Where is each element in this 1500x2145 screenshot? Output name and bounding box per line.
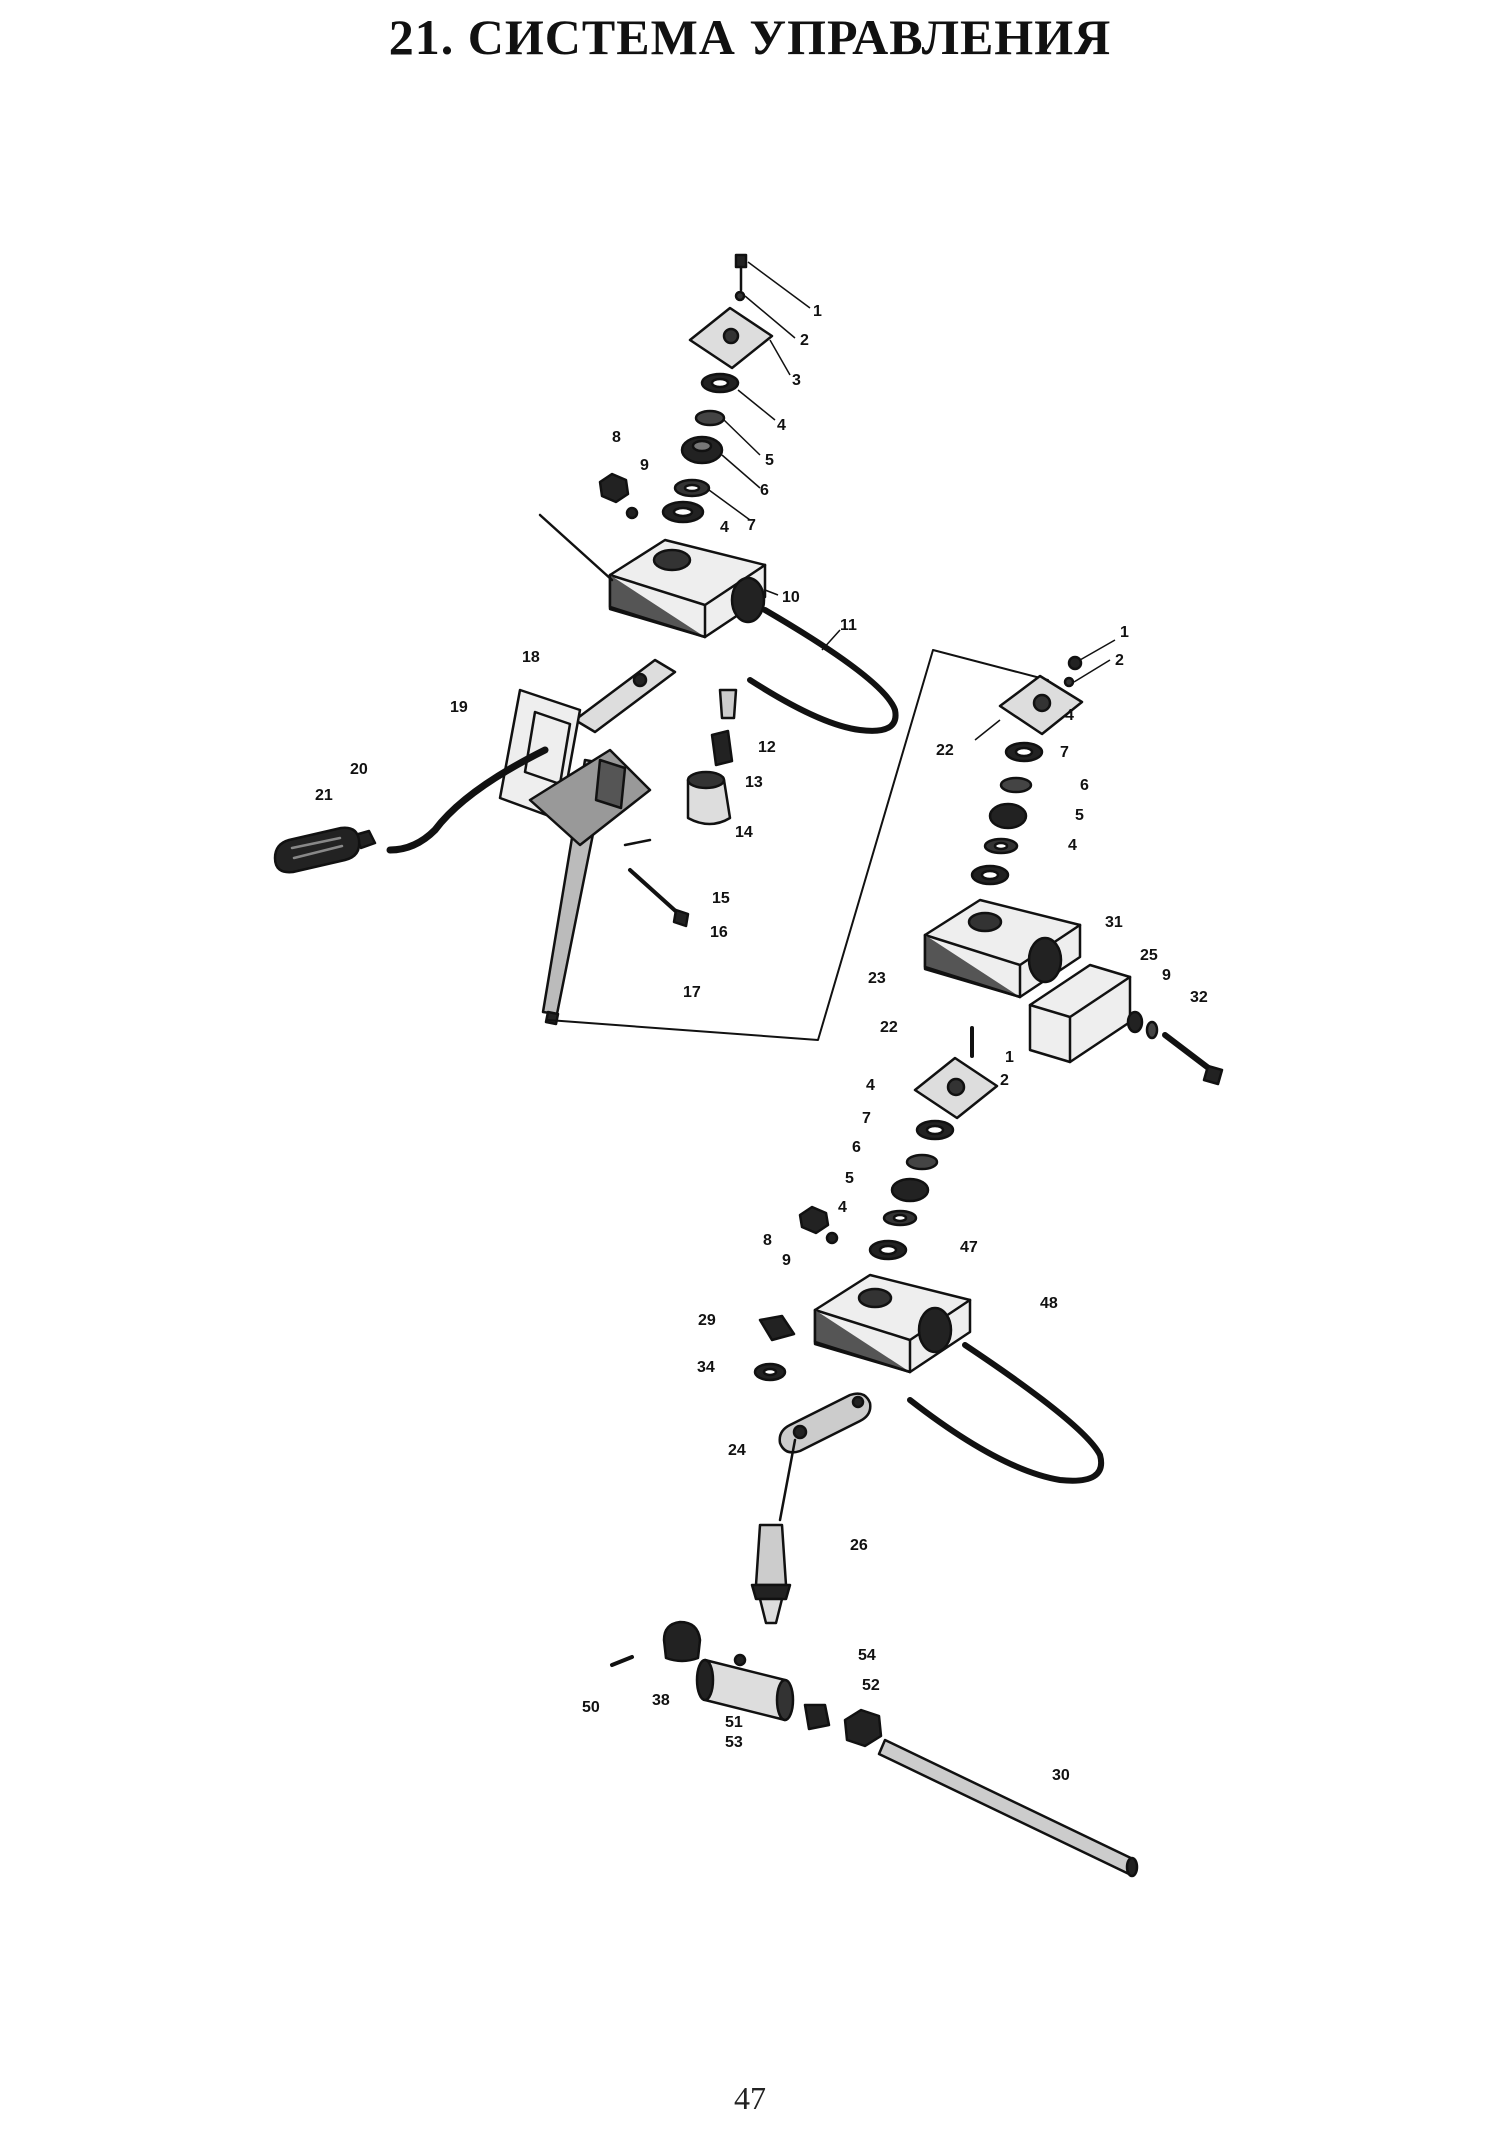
callout-label: 4	[720, 519, 729, 536]
callout-label: 9	[640, 457, 649, 474]
callout-label: 29	[698, 1312, 716, 1329]
callout-label: 54	[858, 1647, 876, 1664]
callout-label: 7	[1060, 744, 1069, 761]
callout-label: 8	[612, 429, 621, 446]
callout-label: 1	[1005, 1049, 1014, 1066]
callout-label: 51	[725, 1714, 743, 1731]
callout-label: 5	[845, 1170, 854, 1187]
callout-label: 2	[1115, 652, 1124, 669]
callout-label: 38	[652, 1692, 670, 1709]
callout-label: 4	[838, 1199, 847, 1216]
callout-label: 1	[813, 303, 822, 320]
callout-label: 8	[763, 1232, 772, 1249]
callout-label: 20	[350, 761, 368, 778]
callout-label: 52	[862, 1677, 880, 1694]
callout-label: 26	[850, 1537, 868, 1554]
callout-label: 3	[792, 372, 801, 389]
callout-label: 17	[683, 984, 701, 1001]
callout-label: 4	[1068, 837, 1077, 854]
callout-label: 6	[1080, 777, 1089, 794]
callout-label: 50	[582, 1699, 600, 1716]
callout-label: 30	[1052, 1767, 1070, 1784]
callout-label: 5	[765, 452, 774, 469]
callout-label: 53	[725, 1734, 743, 1751]
callout-label: 47	[960, 1239, 978, 1256]
callout-label: 21	[315, 787, 333, 804]
callout-label: 31	[1105, 914, 1123, 931]
callout-label: 2	[1000, 1072, 1009, 1089]
callout-label: 13	[745, 774, 763, 791]
callout-label: 24	[728, 1442, 746, 1459]
callout-label: 6	[852, 1139, 861, 1156]
callout-label: 2	[800, 332, 809, 349]
callout-label: 11	[840, 617, 857, 634]
callout-label: 18	[522, 649, 540, 666]
callout-label: 7	[862, 1110, 871, 1127]
callout-label: 34	[697, 1359, 715, 1376]
callout-label: 4	[777, 417, 786, 434]
callout-label: 1	[1120, 624, 1129, 641]
page-number: 47	[734, 2080, 766, 2116]
callout-label: 10	[782, 589, 800, 606]
callout-label: 6	[760, 482, 769, 499]
callout-label: 7	[747, 517, 756, 534]
callout-label: 4	[866, 1077, 875, 1094]
callout-label: 22	[880, 1019, 898, 1036]
callout-label: 32	[1190, 989, 1208, 1006]
callout-label: 9	[782, 1252, 791, 1269]
callout-label: 4	[1065, 707, 1074, 724]
callout-label: 23	[868, 970, 886, 987]
callout-label: 22	[936, 742, 954, 759]
callout-label: 12	[758, 739, 776, 756]
callout-label: 16	[710, 924, 728, 941]
callout-label: 5	[1075, 807, 1084, 824]
callout-label: 14	[735, 824, 753, 841]
page-title: 21. СИСТЕМА УПРАВЛЕНИЯ	[388, 9, 1112, 65]
callout-label: 48	[1040, 1295, 1058, 1312]
callout-label: 15	[712, 890, 730, 907]
callout-label: 25	[1140, 947, 1158, 964]
callout-label: 9	[1162, 967, 1171, 984]
callout-label: 19	[450, 699, 468, 716]
